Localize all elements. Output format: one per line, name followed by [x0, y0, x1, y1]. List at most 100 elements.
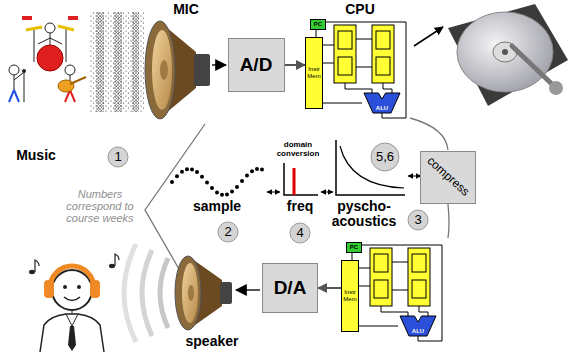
sound-waves [124, 244, 136, 342]
sound-waves [142, 250, 152, 336]
week-circle: 4 [289, 222, 311, 244]
hard-disk-image [448, 4, 568, 106]
listener-figure [29, 270, 35, 274]
sample-wave [205, 181, 209, 185]
sample-wave [230, 190, 234, 194]
speaker-icon [175, 256, 232, 330]
sample-wave [175, 174, 179, 178]
microphone-icon [160, 60, 168, 80]
circle-outline [371, 143, 399, 171]
part-label: Music [4, 148, 68, 163]
week-circle: 5,6 [370, 142, 400, 172]
listener-figure [109, 264, 115, 268]
listener-figure [52, 270, 92, 310]
converter-box: A/D [228, 38, 285, 92]
sample-wave [195, 170, 199, 174]
note-text: Numbers correspond to course weeks [58, 188, 142, 224]
band-illustration [65, 65, 75, 75]
alu-outline [400, 316, 436, 336]
frequency-plot [284, 163, 318, 195]
instruction-memory: Instr Mem [341, 260, 359, 332]
microphone-icon [145, 21, 175, 119]
hard-disk-image [549, 81, 563, 95]
band-illustration [9, 16, 86, 102]
node-text: 4 [296, 226, 303, 240]
instruction-memory: Instr Mem [305, 37, 323, 109]
node-text: 1 [114, 150, 121, 164]
node-text: D/A [274, 278, 307, 299]
band-illustration [70, 77, 86, 84]
band-illustration [58, 80, 74, 92]
step-label: sample [182, 199, 252, 214]
microphone-icon [194, 54, 210, 86]
band-illustration [9, 90, 19, 102]
listener-figure [29, 254, 119, 352]
sound-waves [124, 244, 168, 342]
circle-outline [218, 222, 238, 242]
band-illustration [58, 26, 74, 30]
sample-wave [260, 168, 264, 172]
sound-noise [132, 12, 139, 112]
course-outline [448, 204, 449, 238]
sample-wave [235, 185, 239, 189]
circle-outline [290, 223, 310, 243]
node-text: A/D [240, 55, 273, 76]
frequency-plot [293, 168, 296, 195]
part-label: MIC [161, 2, 211, 17]
listener-figure [50, 266, 94, 288]
speaker-icon [182, 263, 198, 323]
compress-box: compress [420, 151, 476, 204]
node-text: ALU [412, 328, 424, 335]
node-text: compress [424, 155, 471, 200]
node-text: PC [314, 21, 322, 28]
psychoacoustic-plot [336, 140, 405, 195]
alu-unit: ALU [400, 316, 436, 336]
sample-wave [255, 167, 259, 171]
band-illustration [14, 72, 24, 102]
sound-noise [114, 12, 122, 112]
sample-wave [170, 167, 264, 197]
band-illustration [34, 30, 35, 62]
week-circle: 1 [107, 146, 129, 168]
circle-outline [108, 147, 128, 167]
connector-arrow [318, 287, 341, 289]
microphone-icon [152, 30, 172, 110]
double-arrow [321, 192, 333, 193]
band-illustration [22, 69, 26, 73]
node-text: 5,6 [376, 150, 394, 164]
step-label: pyscho-acoustics [325, 199, 403, 230]
hard-disk-image [457, 12, 553, 92]
speaker-icon [175, 256, 201, 330]
sample-wave [210, 186, 214, 190]
double-arrow [267, 192, 280, 193]
speaker-icon [188, 285, 194, 301]
listener-figure [68, 326, 76, 351]
node-text: Instr Mem [343, 289, 357, 302]
step-label: domain conversion [267, 141, 329, 159]
signal-arrow [212, 64, 226, 66]
hard-disk-image [448, 4, 568, 106]
sound-waves [160, 258, 168, 328]
listener-figure [64, 297, 80, 301]
connector-arrow [285, 64, 306, 66]
listener-figure [35, 260, 39, 272]
node-text: 3 [414, 213, 421, 227]
pc-register: PC [310, 19, 326, 30]
band-illustration [37, 45, 63, 71]
alu-outline [364, 93, 400, 113]
sample-wave [245, 174, 249, 178]
sample-wave [240, 179, 244, 183]
storage-arrow [414, 27, 443, 46]
course-outline [145, 118, 449, 276]
band-illustration [45, 23, 55, 33]
psychoacoustic-plot [336, 140, 405, 195]
band-illustration [68, 16, 78, 20]
circle-outline [408, 210, 428, 230]
sample-wave [180, 170, 184, 174]
listener-figure [63, 285, 67, 289]
frequency-plot [284, 163, 318, 195]
sample-wave [190, 167, 194, 171]
band-illustration [66, 28, 67, 62]
node-text: ALU [376, 105, 388, 112]
part-label: CPU [335, 2, 385, 17]
